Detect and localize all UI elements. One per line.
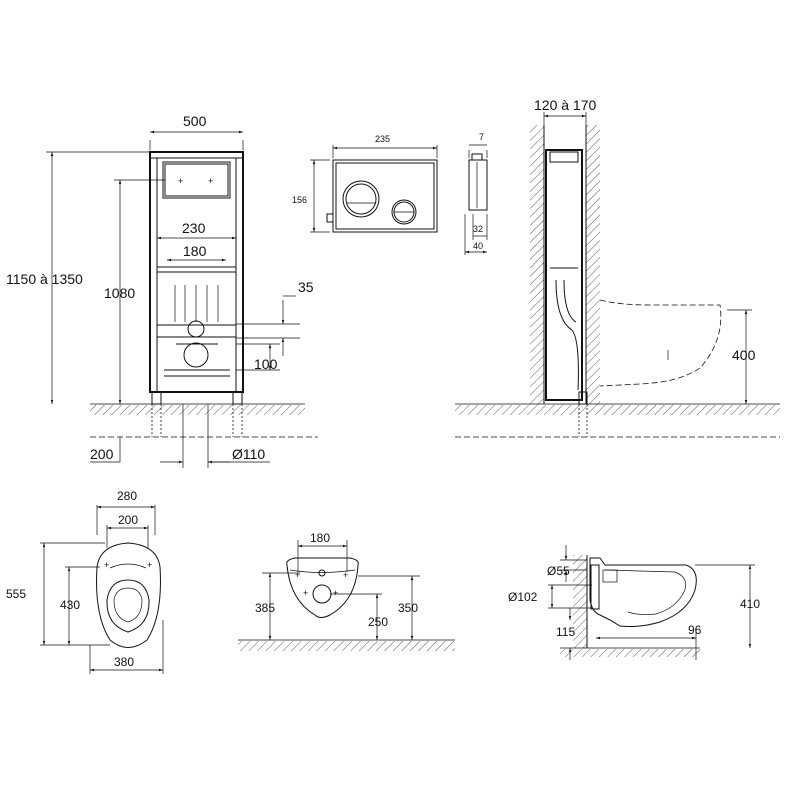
svg-text:+: + [147, 560, 152, 570]
flush-plate: 235 156 [292, 134, 438, 233]
front-foot-label: 200 [90, 446, 114, 462]
svg-text:+: + [333, 588, 338, 598]
section-outlet-height-label: 115 [556, 625, 575, 639]
section-offset-label: 96 [688, 623, 702, 637]
side-height-label: 400 [732, 347, 756, 363]
floor-line [90, 403, 318, 438]
front-height-label: 1080 [104, 285, 135, 301]
top-view: + + 280 200 555 430 380 [6, 489, 164, 674]
frame: + + [149, 151, 244, 437]
rear-outlet-label: 350 [398, 601, 418, 615]
top-length-label: 555 [6, 587, 26, 601]
svg-text:+: + [104, 560, 109, 570]
svg-text:+: + [295, 570, 300, 580]
plate-side-mid-label: 32 [473, 224, 483, 234]
front-width-label: 500 [183, 113, 207, 129]
plate-width-label: 235 [375, 134, 390, 144]
top-base-width-label: 380 [114, 655, 134, 669]
front-bolt-spacing-label: 180 [183, 243, 207, 259]
top-inner-width-label: 200 [118, 513, 138, 527]
side-view: 400 120 à 170 [455, 97, 780, 438]
front-view: + + [6, 113, 318, 468]
top-inner-length-label: 430 [60, 598, 80, 612]
front-depth-label: 35 [298, 279, 314, 295]
front-offset-label: 100 [254, 356, 278, 372]
svg-text:+: + [303, 588, 308, 598]
rear-bolt-spacing-label: 180 [310, 531, 330, 545]
plate-side-top-label: 7 [479, 132, 484, 142]
plate-height-label: 156 [292, 195, 307, 205]
svg-text:+: + [178, 176, 183, 186]
side-wall-range-label: 120 à 170 [534, 97, 596, 113]
section-outlet-diameter-label: Ø102 [508, 590, 538, 604]
rear-inlet-label: 250 [368, 615, 388, 629]
front-pipe-label: Ø110 [232, 446, 265, 462]
flush-plate-side: 7 32 40 [464, 132, 488, 255]
section-inlet-diameter-label: Ø55 [547, 564, 570, 578]
section-view: Ø55 Ø102 410 115 96 [508, 545, 760, 660]
front-height-range-label: 1150 à 1350 [6, 271, 83, 287]
plate-side-depth-label: 40 [473, 241, 483, 251]
svg-text:+: + [343, 570, 348, 580]
rear-height-label: 385 [255, 601, 275, 615]
top-outer-width-label: 280 [117, 489, 137, 503]
rear-view: + + + + 180 385 350 250 [238, 531, 455, 651]
svg-text:+: + [208, 176, 213, 186]
front-inner-width-label: 230 [182, 220, 206, 236]
section-height-label: 410 [740, 597, 760, 611]
